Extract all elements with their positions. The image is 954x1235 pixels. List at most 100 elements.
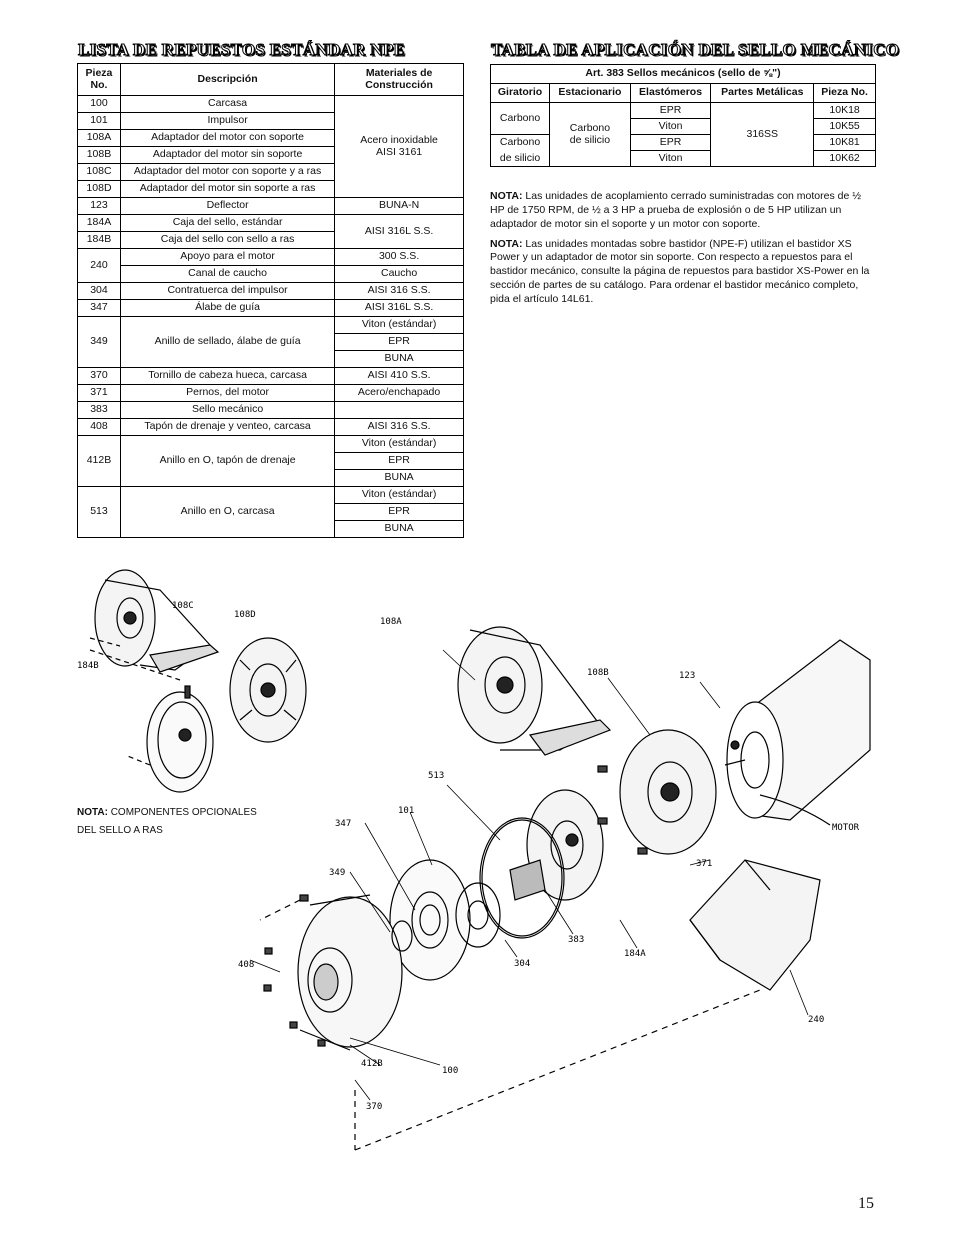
part-desc: Caja del sello, estándar: [119, 214, 336, 232]
part-desc: Álabe de guía: [119, 299, 336, 317]
part-desc: Caja del sello con sello a ras: [119, 231, 336, 249]
motor-drawing: [724, 639, 871, 821]
rotating-material: Carbono de silicio: [489, 134, 551, 167]
part-material: EPR: [334, 503, 464, 521]
part-material: AISI 316 S.S.: [334, 418, 464, 436]
part-material: BUNA: [334, 469, 464, 487]
part-desc: Anillo en O, tapón de drenaje: [119, 435, 336, 487]
part-no: 100: [77, 95, 121, 113]
rotating-material: Carbono: [489, 102, 551, 135]
part-no: 240: [77, 248, 121, 283]
label-304: 304: [514, 959, 530, 969]
note-label: NOTA:: [490, 190, 523, 202]
part-desc: Impulsor: [119, 112, 336, 130]
part-material: AISI 316 S.S.: [334, 282, 464, 300]
part-no: 349: [77, 316, 121, 368]
header-elastomers: Elastómeros: [629, 83, 712, 103]
seal-part-no: 10K18: [813, 102, 876, 119]
part-no: 370: [77, 367, 121, 385]
label-108b: 108B: [587, 668, 609, 678]
part-desc: Pernos, del motor: [119, 384, 336, 402]
motor-support-240-drawing: [689, 794, 831, 991]
label-108d: 108D: [234, 610, 256, 620]
header-description: Descripción: [119, 63, 336, 96]
parts-list-table: Pieza No. Descripción Materiales de Cons…: [77, 63, 464, 538]
part-desc: Canal de caucho: [119, 265, 336, 283]
seal-ring-349-drawing: [391, 920, 413, 952]
label-349: 349: [329, 868, 345, 878]
note-label: NOTA:: [77, 807, 108, 818]
seal-table-caption: Art. 383 Sellos mecánicos (sello de ⅝"): [490, 64, 876, 84]
note-label: NOTA:: [490, 237, 523, 250]
part-desc: Apoyo para el motor: [119, 248, 336, 266]
header-part-no: Pieza No.: [77, 63, 121, 96]
part-desc: Anillo de sellado, álabe de guía: [119, 316, 336, 368]
elastomer: Viton: [629, 150, 712, 167]
exploded-view-diagram: 108C 108D 184B 108A 108B 123 513 101 347…: [77, 569, 871, 1151]
adapter-108a-drawing: [457, 626, 612, 756]
part-desc: Adaptador del motor sin soporte a ras: [119, 180, 336, 198]
bolts-drawing: [263, 765, 648, 1047]
label-motor: MOTOR: [832, 823, 860, 833]
material-line: Acero inoxidable: [360, 133, 438, 146]
table-row: BUNA: [78, 520, 464, 538]
label-108a: 108A: [380, 617, 402, 627]
header-materials: Materiales de Construcción: [334, 63, 464, 96]
part-material: Viton (estándar): [334, 316, 464, 334]
diagram-labels: 108C 108D 184B 108A 108B 123 513 101 347…: [77, 601, 860, 1112]
header-rotating: Giratorio: [489, 83, 551, 103]
table-header-row: Pieza No. Descripción Materiales de Cons…: [77, 63, 464, 96]
part-no: 347: [77, 299, 121, 317]
part-desc: Tapón de drenaje y venteo, carcasa: [119, 418, 336, 436]
part-no: 108B: [77, 146, 121, 164]
parts-list-title: LISTA DE REPUESTOS ESTÁNDAR NPE: [77, 40, 406, 60]
part-material: AISI 410 S.S.: [334, 367, 464, 385]
table-caption-row: Art. 383 Sellos mecánicos (sello de ⅝"): [490, 64, 876, 84]
table-header-row: Giratorio Estacionario Elastómeros Parte…: [489, 83, 876, 103]
part-no: 412B: [77, 435, 121, 487]
note-text: Las unidades de acoplamiento cerrado sum…: [490, 190, 861, 230]
note-paragraph: NOTA: Las unidades de acoplamiento cerra…: [490, 190, 878, 232]
part-desc: Sello mecánico: [119, 401, 336, 419]
header-part-no: Pieza No.: [813, 83, 876, 103]
part-desc: Adaptador del motor con soporte y a ras: [119, 163, 336, 181]
label-184b: 184B: [77, 661, 99, 671]
guide-vane-347-drawing: [455, 882, 501, 948]
rotating-line: Carbono: [499, 136, 541, 149]
part-material: 300 S.S.: [334, 248, 464, 266]
seal-table-title: TABLA DE APLICACIÓN DEL SELLO MECÁNICO: [490, 40, 900, 60]
label-101: 101: [398, 806, 414, 816]
part-material: BUNA: [334, 350, 464, 368]
header-metal-parts: Partes Metálicas: [710, 83, 815, 103]
adapter-108b-drawing: [619, 729, 717, 855]
label-184a: 184A: [624, 949, 646, 959]
rotating-line: de silicio: [499, 151, 541, 164]
part-no: 108C: [77, 163, 121, 181]
label-240: 240: [808, 1015, 824, 1025]
label-100: 100: [442, 1066, 458, 1076]
label-347: 347: [335, 819, 351, 829]
flush-seal-note: NOTA: COMPONENTES OPCIONALES DEL SELLO A…: [77, 804, 277, 839]
adapter-108d-drawing: [229, 637, 307, 743]
part-material: Caucho: [334, 265, 464, 283]
label-370: 370: [366, 1102, 382, 1112]
note-paragraph: NOTA: Las unidades montadas sobre bastid…: [490, 238, 878, 307]
seal-housing-184b-drawing: [146, 685, 214, 793]
table-row: Viton 10K62: [491, 150, 876, 167]
part-material: EPR: [334, 333, 464, 351]
part-desc: Deflector: [119, 197, 336, 215]
elastomer: EPR: [629, 102, 712, 119]
